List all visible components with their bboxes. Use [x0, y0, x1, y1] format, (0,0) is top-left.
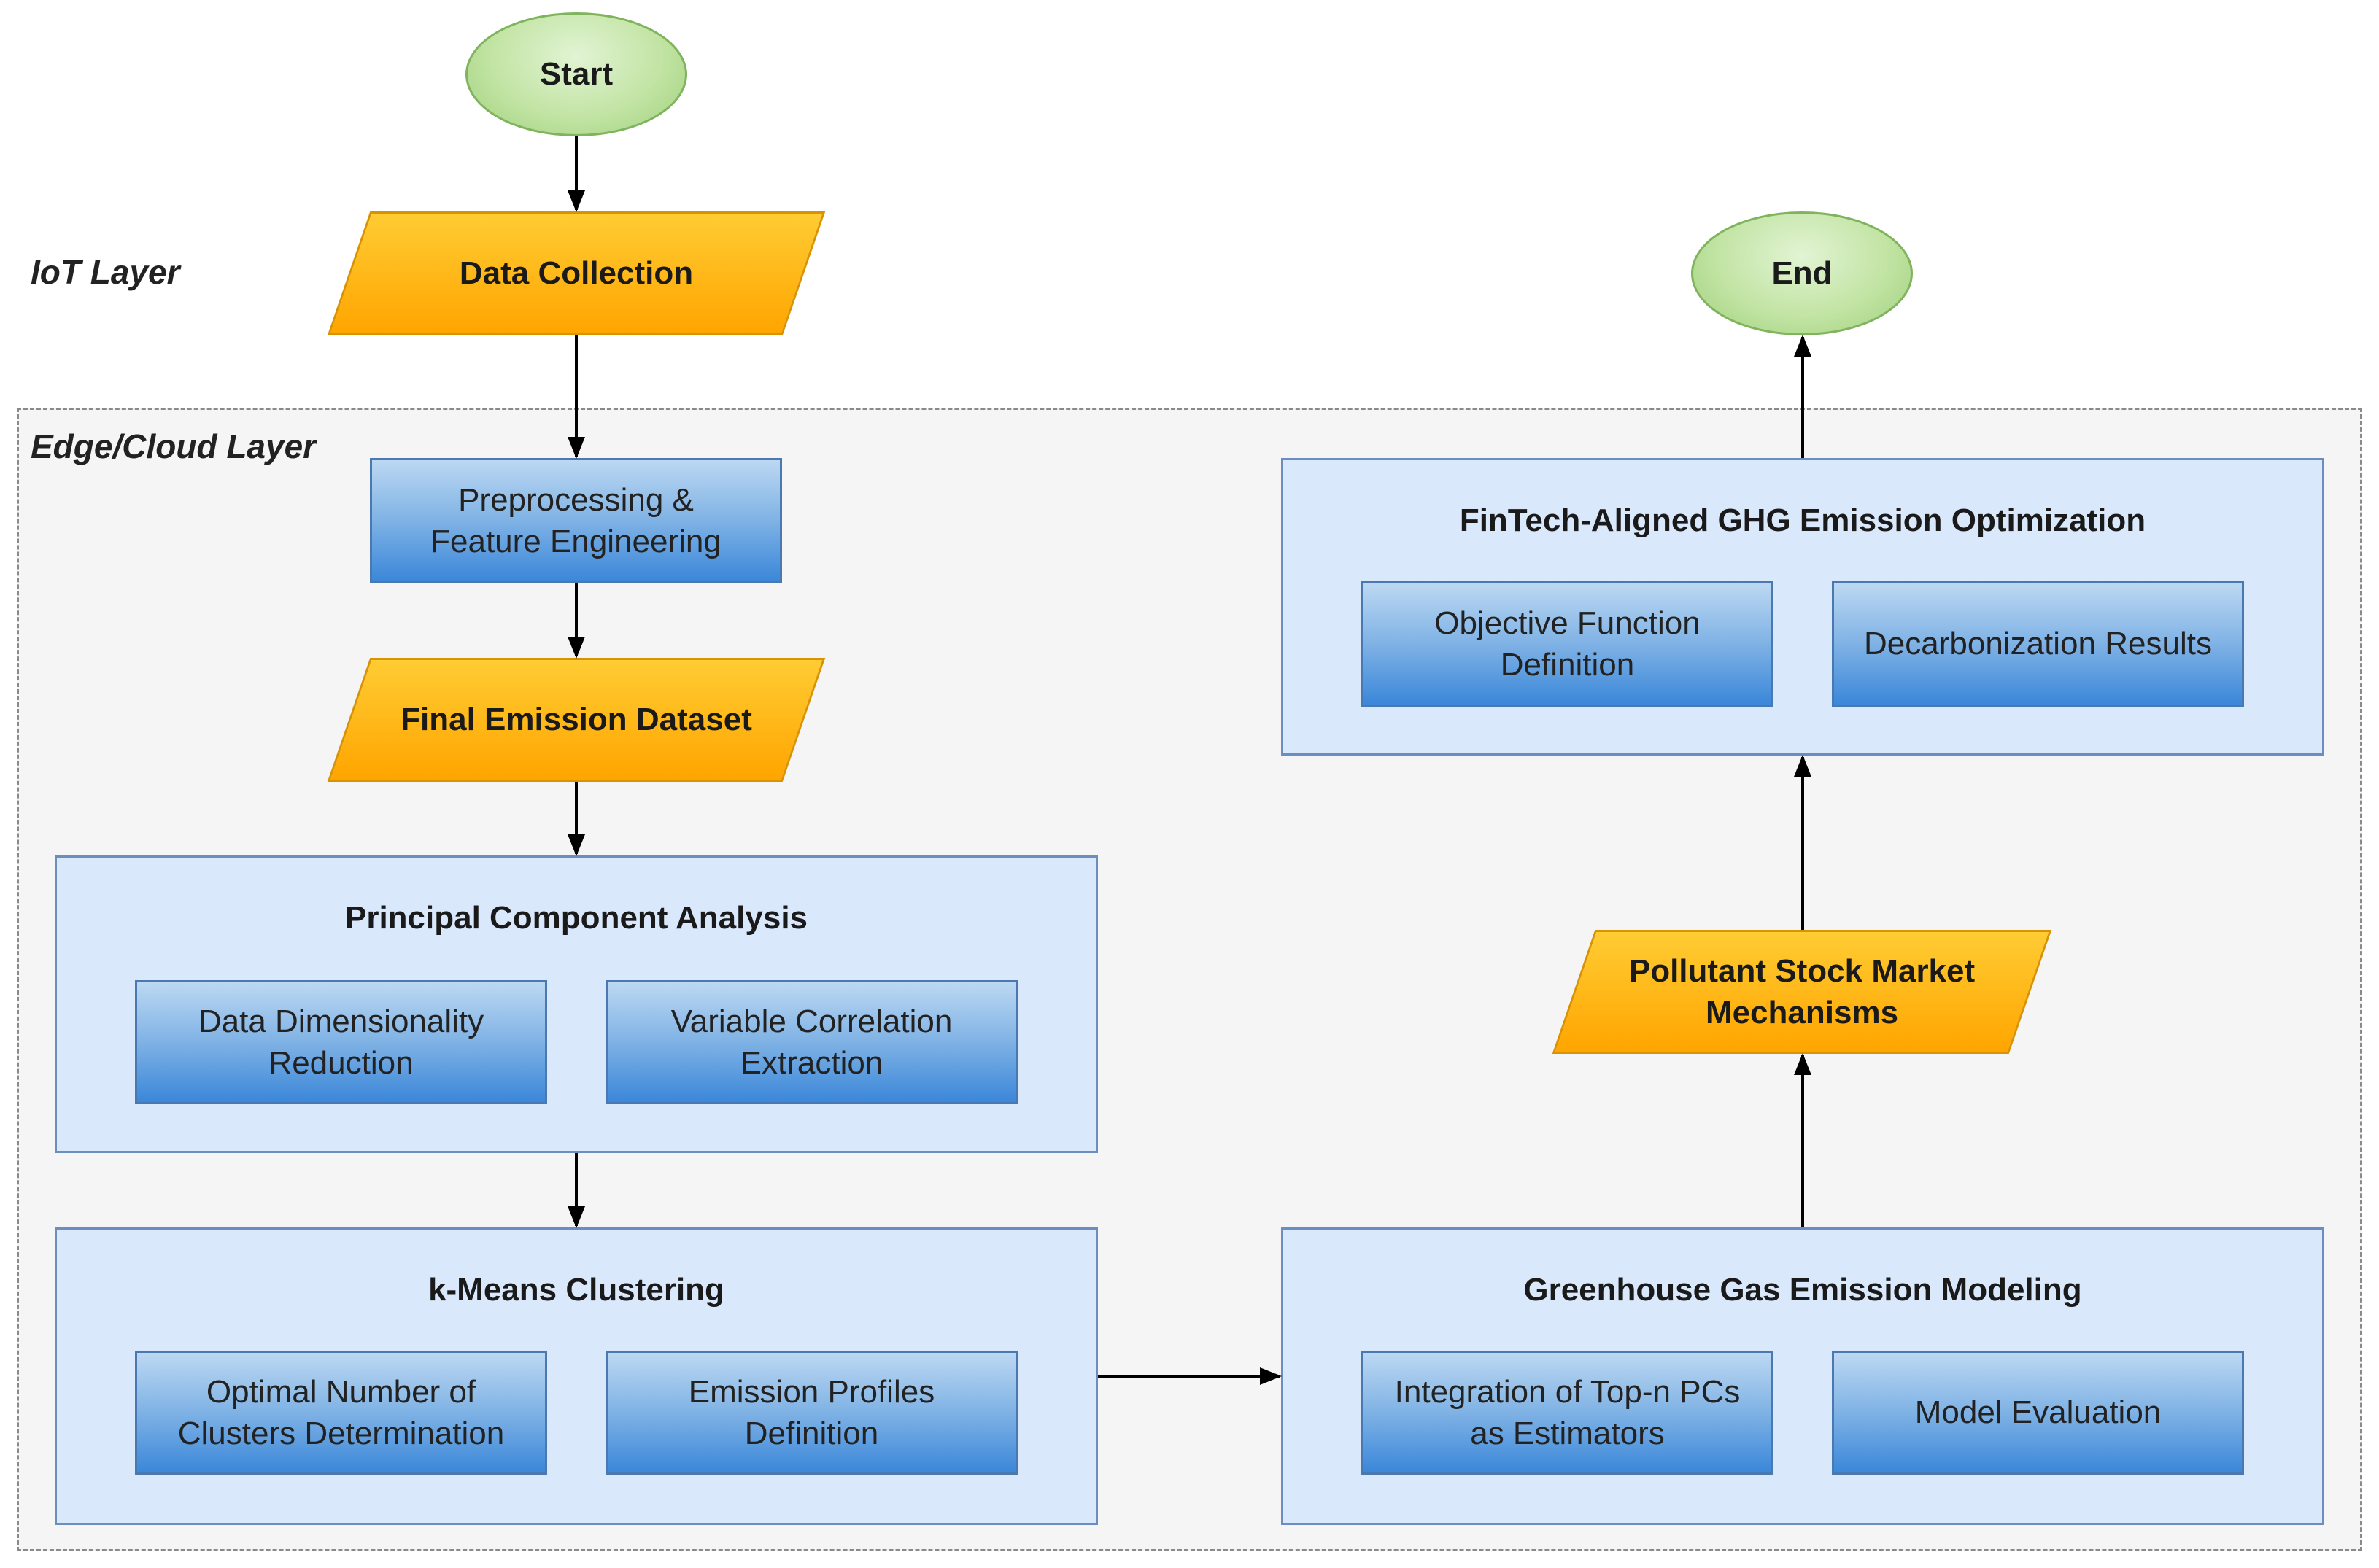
ghg-item-top-n-pcs-label: Integration of Top-n PCs as Estimators: [1394, 1373, 1741, 1451]
end-node: End: [1691, 211, 1913, 335]
kmeans-title: k-Means Clustering: [428, 1272, 724, 1308]
ghg-modeling-title: Greenhouse Gas Emission Modeling: [1523, 1272, 2082, 1308]
kmeans-item-optimal-clusters: Optimal Number of Clusters Determination: [135, 1351, 547, 1475]
optimization-item-results-label: Decarbonization Results: [1864, 626, 2212, 662]
kmeans-item-optimal-clusters-label: Optimal Number of Clusters Determination: [177, 1373, 505, 1451]
ghg-item-model-evaluation: Model Evaluation: [1832, 1351, 2244, 1475]
pca-title: Principal Component Analysis: [344, 900, 808, 936]
optimization-item-objective-label: Objective Function Definition: [1434, 605, 1701, 683]
edge-cloud-layer-label: Edge/Cloud Layer: [31, 427, 317, 465]
end-label: End: [1771, 255, 1833, 291]
data-collection-label: Data Collection: [459, 255, 694, 292]
ghg-item-top-n-pcs: Integration of Top-n PCs as Estimators: [1361, 1351, 1773, 1475]
pollutant-stock-market-node: Pollutant Stock Market Mechanisms: [1552, 930, 2052, 1054]
final-emission-dataset-label: Final Emission Dataset: [401, 702, 752, 738]
start-node: Start: [465, 12, 687, 136]
start-label: Start: [539, 56, 614, 92]
ghg-item-model-evaluation-label: Model Evaluation: [1914, 1394, 2162, 1431]
iot-layer-label: IoT Layer: [31, 253, 180, 291]
pollutant-stock-market-label: Pollutant Stock Market Mechanisms: [1628, 952, 1976, 1031]
final-emission-dataset-node: Final Emission Dataset: [327, 658, 826, 782]
pca-item-correlation-label: Variable Correlation Extraction: [670, 1003, 953, 1081]
kmeans-item-emission-profiles: Emission Profiles Definition: [606, 1351, 1018, 1475]
preprocessing-node: Preprocessing & Feature Engineering: [370, 458, 782, 583]
pca-item-correlation: Variable Correlation Extraction: [606, 980, 1018, 1104]
pca-item-dimensionality: Data Dimensionality Reduction: [135, 980, 547, 1104]
data-collection-node: Data Collection: [327, 211, 826, 335]
kmeans-item-emission-profiles-label: Emission Profiles Definition: [688, 1373, 935, 1451]
pca-item-dimensionality-label: Data Dimensionality Reduction: [198, 1003, 484, 1081]
preprocessing-label: Preprocessing & Feature Engineering: [430, 481, 722, 559]
optimization-item-results: Decarbonization Results: [1832, 581, 2244, 707]
optimization-item-objective: Objective Function Definition: [1361, 581, 1773, 707]
optimization-title: FinTech-Aligned GHG Emission Optimizatio…: [1459, 502, 2146, 538]
